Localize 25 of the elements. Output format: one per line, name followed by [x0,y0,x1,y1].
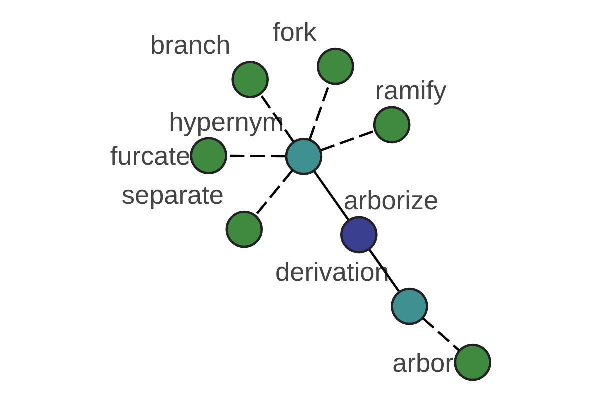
connector [260,94,295,142]
connector [254,170,294,216]
node-circle [340,216,378,254]
connector [227,154,286,158]
node-label: branch [150,30,231,60]
node-label: arborize [344,185,439,216]
node-circle [454,344,492,382]
connector [422,318,460,352]
node-label: arbor [392,348,454,378]
node-label: ramify [375,75,447,106]
node-label: furcate [110,141,191,172]
node-circle [190,137,228,175]
connector [314,171,350,221]
node-circle [232,61,269,98]
node-circle [226,210,264,248]
node-circle [391,288,428,326]
node-circle [285,138,323,176]
node-label: hypernym [169,107,284,138]
node-circle [373,106,411,144]
connector [368,249,400,292]
node-label: fork [272,16,317,47]
connector [320,130,376,152]
node-label: separate [122,180,224,210]
node-circle [317,48,354,86]
node-label: derivation [276,256,390,287]
